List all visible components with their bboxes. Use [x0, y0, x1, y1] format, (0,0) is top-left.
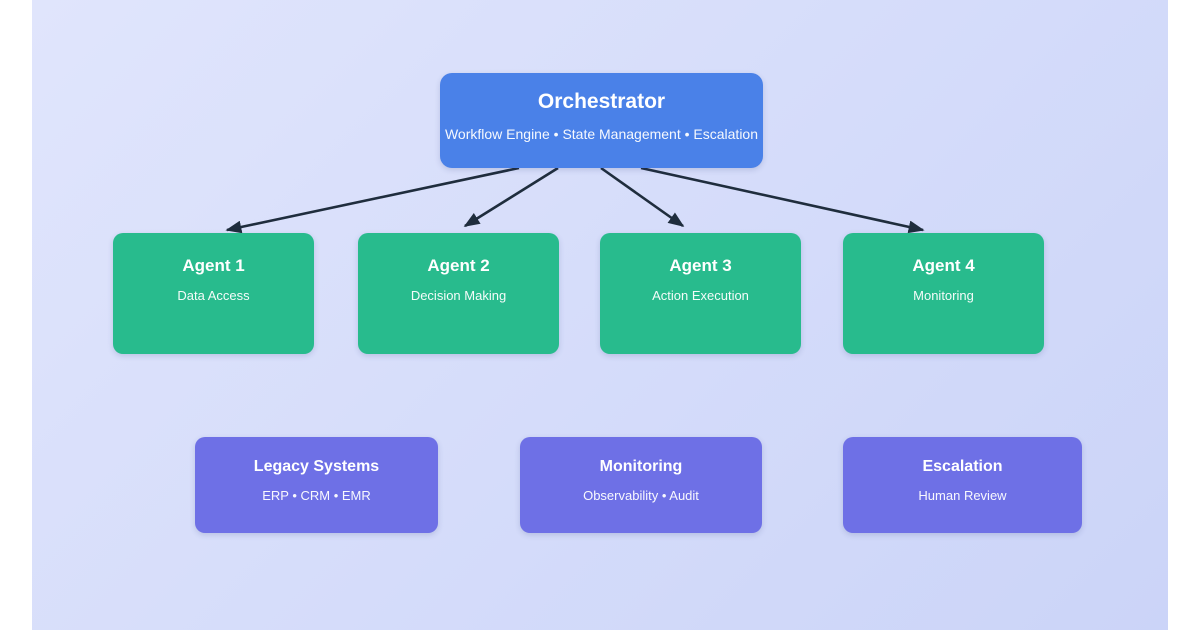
system-title: Monitoring [599, 458, 683, 475]
agent-title: Agent 1 [182, 256, 245, 275]
node-agent-1: Agent 1 Data Access [113, 233, 314, 354]
agent-subtitle: Monitoring [913, 288, 974, 303]
system-title: Escalation [922, 458, 1003, 475]
node-agent-2: Agent 2 Decision Making [358, 233, 559, 354]
agent-subtitle: Data Access [177, 288, 250, 303]
system-subtitle: ERP • CRM • EMR [262, 488, 371, 503]
node-legacy-systems: Legacy Systems ERP • CRM • EMR [195, 437, 438, 533]
orchestrator-subtitle: Workflow Engine • State Management • Esc… [444, 126, 759, 142]
agent-subtitle: Action Execution [652, 288, 749, 303]
node-agent-4: Agent 4 Monitoring [843, 233, 1044, 354]
node-agent-3: Agent 3 Action Execution [600, 233, 801, 354]
node-monitoring: Monitoring Observability • Audit [520, 437, 762, 533]
system-subtitle: Observability • Audit [583, 488, 699, 503]
agent-title: Agent 4 [912, 256, 975, 275]
agent-title: Agent 2 [427, 256, 490, 275]
node-orchestrator: Orchestrator Workflow Engine • State Man… [440, 73, 763, 168]
system-title: Legacy Systems [253, 458, 380, 475]
agent-title: Agent 3 [669, 256, 732, 275]
agent-subtitle: Decision Making [410, 288, 507, 303]
node-escalation: Escalation Human Review [843, 437, 1082, 533]
orchestrator-title: Orchestrator [537, 90, 666, 113]
system-subtitle: Human Review [918, 488, 1007, 503]
